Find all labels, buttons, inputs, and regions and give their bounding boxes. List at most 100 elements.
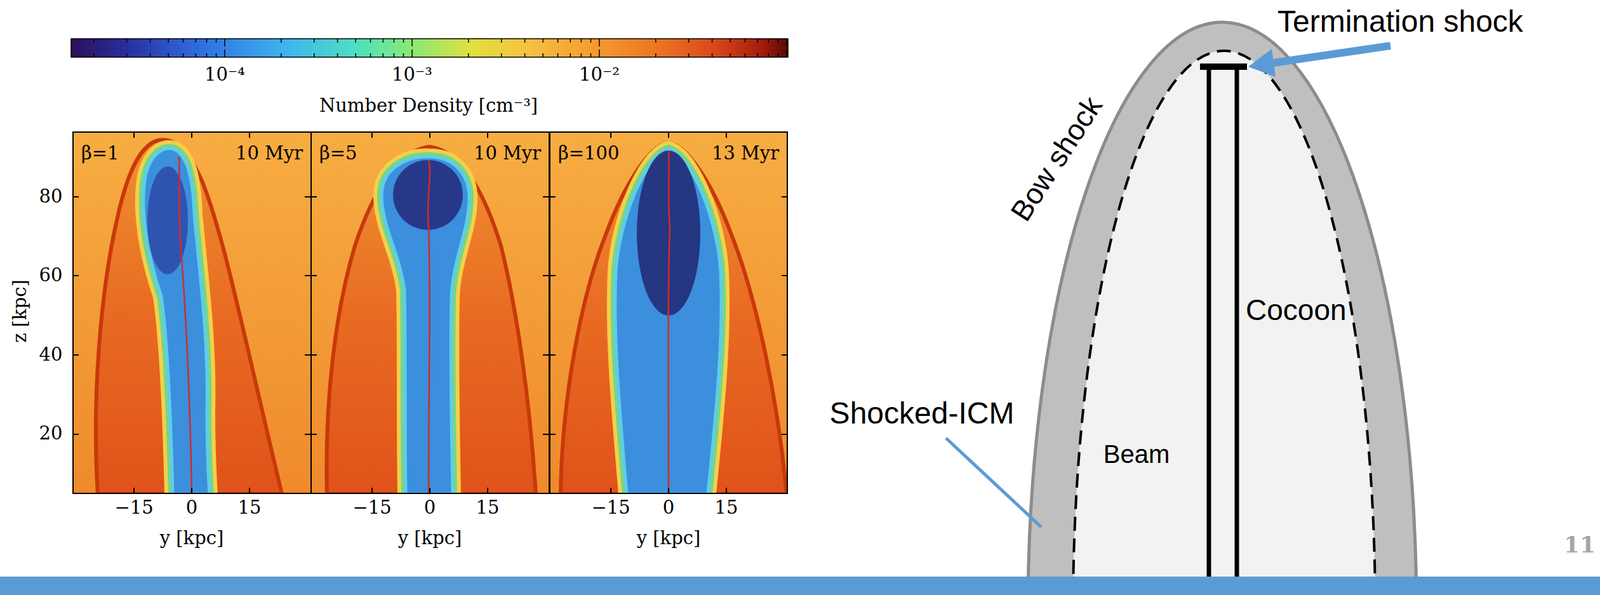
colorbar-tick: [224, 49, 226, 58]
density-panel: β=5 10 Myr: [310, 131, 550, 494]
colorbar-tick: [93, 38, 95, 43]
colorbar-tick: [757, 53, 759, 58]
colorbar-tick: [655, 38, 657, 43]
colorbar-tick: [280, 38, 282, 43]
colorbar-tick: [777, 38, 780, 43]
colorbar-tick: [688, 53, 690, 58]
colorbar-ticks: [93, 38, 787, 58]
colorbar-tick: [354, 38, 357, 43]
panel-parameter: β=1: [81, 142, 120, 164]
colorbar-tick: [768, 38, 770, 43]
axis-tick: [542, 196, 550, 198]
colorbar-tick: [524, 53, 526, 58]
colorbar-tick: [557, 53, 559, 58]
panel-time: 10 Myr: [473, 142, 541, 164]
jet-contour: [427, 160, 430, 494]
colorbar-tick: [149, 53, 152, 58]
colorbar-tick: [570, 53, 572, 58]
colorbar-tick: [655, 53, 657, 58]
cocoon-region: Cocoon: [1071, 48, 1378, 595]
colorbar-tick: [403, 38, 405, 43]
mixing-layer: [381, 156, 470, 494]
cocoon-gas: [381, 156, 470, 494]
colorbar-tick: [467, 38, 470, 43]
density-panel: [549, 131, 788, 494]
mixing-layer: [143, 148, 210, 494]
panel-time: 13 Myr: [711, 142, 780, 164]
axis-tick: [542, 274, 550, 277]
panel-time: 10 Myr: [235, 142, 303, 164]
callout-label: Termination shock: [1277, 3, 1524, 39]
colorbar-tick: [313, 38, 315, 43]
colorbar-tick: [126, 53, 128, 58]
colorbar-tick: [777, 53, 780, 58]
figure-part: [72, 131, 312, 494]
ambient-icm: [549, 131, 788, 494]
beam-wall: [1206, 68, 1212, 595]
colorbar: [71, 38, 788, 58]
axis-title: y [kpc]: [636, 527, 701, 549]
colorbar-tick: [598, 38, 600, 47]
mixing-layer: [381, 156, 470, 494]
colorbar-tick: [149, 38, 152, 43]
colorbar-tick: [370, 38, 372, 43]
axis-tick-label: 0: [662, 497, 675, 519]
colorbar-tick: [744, 38, 747, 43]
colorbar-tick: [206, 38, 208, 43]
colorbar-tick: [786, 38, 788, 47]
axis-ticks: [72, 131, 788, 494]
cocoon-gas: [615, 149, 722, 494]
colorbar-tick: [382, 38, 385, 43]
arrow-head: [1248, 48, 1276, 77]
colorbar-tick: [182, 38, 185, 43]
colorbar-tick: [688, 38, 690, 43]
colorbar-tick: [590, 38, 592, 43]
cocoon-gas: [143, 148, 210, 494]
axis-tick-label: 60: [39, 264, 63, 286]
ambient-icm: [72, 131, 312, 494]
mixing-layer: [143, 148, 210, 494]
colorbar-tick: [757, 38, 759, 43]
beam-wall: [1234, 68, 1240, 595]
contact-discontinuity: [1073, 50, 1376, 595]
colorbar-tick: [337, 38, 339, 43]
colorbar-tick: [542, 38, 544, 43]
callout-label: Shocked-ICM: [829, 395, 1015, 431]
colorbar-tick: [313, 53, 315, 58]
axis-title: y [kpc]: [160, 527, 225, 549]
axis-title: y [kpc]: [398, 527, 463, 549]
figure-part: [310, 131, 550, 494]
density-panel: β=1 10 Myr: [72, 131, 312, 494]
colorbar-tick-label: 10⁻³: [391, 64, 433, 86]
colorbar-tick: [570, 38, 572, 43]
axis-tick: [542, 433, 550, 435]
axis-tick-label: 80: [39, 186, 63, 207]
colorbar-tick: [403, 53, 405, 58]
axis-tick-label: 40: [39, 344, 63, 366]
axis-tick-label: 20: [39, 422, 63, 444]
axis-tick-label: 0: [424, 497, 436, 519]
footer-bar: [0, 576, 1600, 595]
jet-contour: [179, 156, 192, 494]
axis-tick-label: 0: [186, 497, 198, 519]
axis-tick-label: 15: [714, 497, 739, 519]
colorbar-tick: [393, 53, 395, 58]
leader-arrow: [1273, 45, 1391, 63]
colorbar-tick: [280, 53, 282, 58]
colorbar-tick-label: 10⁻²: [579, 64, 620, 86]
colorbar-tick: [557, 38, 559, 43]
bow-shock-shell: Bow shockCocoon: [1026, 20, 1419, 595]
mixing-layer: [615, 149, 722, 494]
axis-tick-label: −15: [352, 497, 392, 519]
panel-parameter: β=100: [558, 142, 620, 164]
panel-parameter: β=5: [319, 142, 358, 164]
colorbar-tick: [215, 53, 218, 58]
colorbar-tick: [195, 53, 197, 58]
axis-title: z [kpc]: [9, 279, 31, 343]
figure-part: [549, 131, 788, 494]
colorbar-tick: [744, 53, 747, 58]
colorbar-title: Number Density [cm⁻³]: [319, 95, 538, 117]
colorbar-tick: [167, 38, 169, 43]
axis-tick-label: −15: [591, 497, 630, 519]
colorbar-tick: [711, 38, 714, 43]
